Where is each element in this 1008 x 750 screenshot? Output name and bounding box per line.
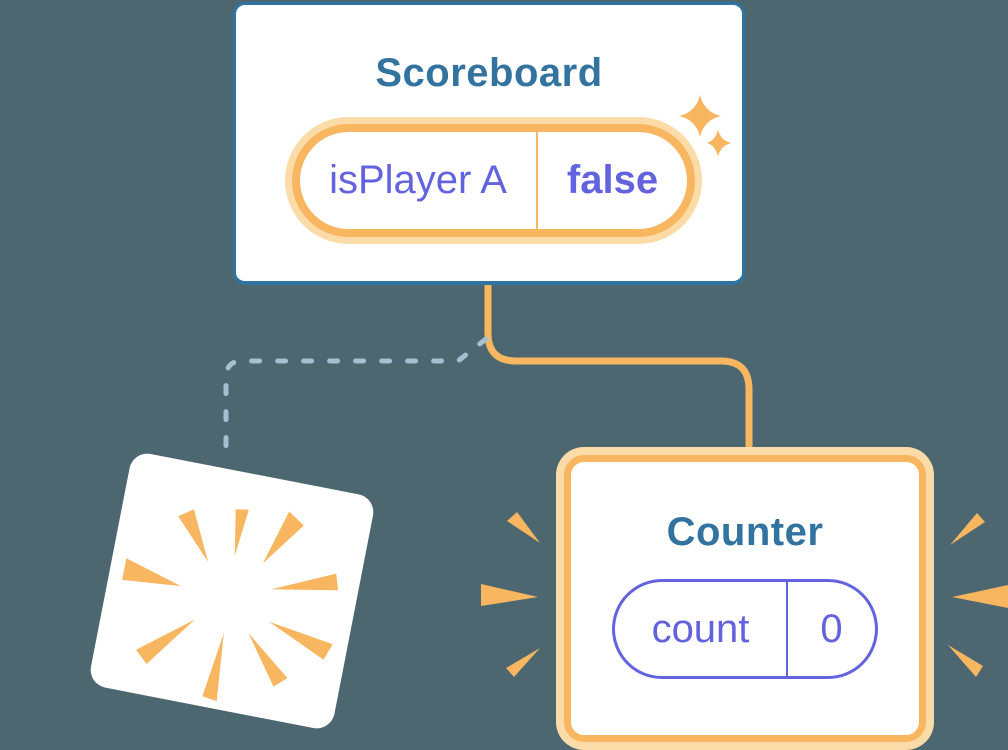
scoreboard-component-card: Scoreboard isPlayer A false: [233, 2, 745, 285]
scoreboard-title: Scoreboard: [375, 51, 603, 95]
state-key-label: isPlayer A: [329, 158, 507, 202]
solid-connector-line: [484, 280, 753, 456]
state-key-label: count: [651, 606, 750, 651]
pill-divider: [536, 132, 538, 229]
scoreboard-state-pill: isPlayer A false: [292, 124, 695, 237]
pill-divider: [786, 582, 788, 676]
scoreboard-state-pill-highlight: isPlayer A false: [285, 117, 702, 244]
counter-state-pill: count 0: [612, 579, 878, 679]
counter-component-card: Counter count 0: [564, 455, 926, 742]
state-value-label: 0: [820, 606, 843, 651]
emphasis-burst-icon: [948, 513, 1008, 677]
destroyed-component-card: [87, 450, 377, 732]
explosion-burst-icon: [122, 509, 339, 702]
sparkle-icon: [679, 95, 732, 157]
counter-card-highlight: Counter count 0: [556, 447, 934, 750]
counter-title: Counter: [666, 510, 824, 554]
emphasis-burst-icon: [481, 512, 540, 677]
state-value-label: false: [566, 158, 659, 202]
dashed-connector-line: [223, 336, 489, 465]
